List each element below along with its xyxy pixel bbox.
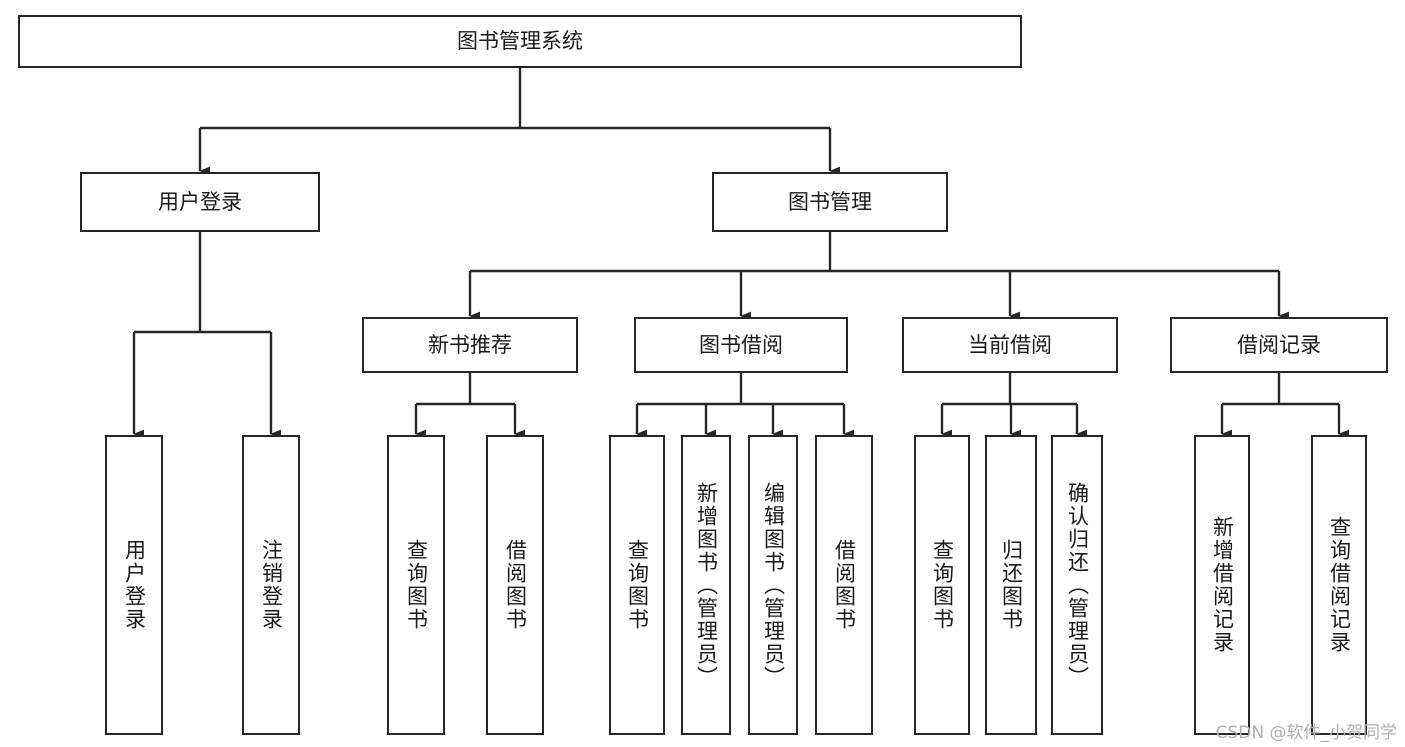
node-label: 图书借阅 bbox=[699, 332, 783, 357]
node-label: 确认归还（管理员） bbox=[1065, 481, 1090, 689]
node-label: 注销登录 bbox=[259, 539, 284, 631]
node-new-book-rec[interactable]: 新书推荐 bbox=[362, 317, 578, 373]
node-label: 借阅图书 bbox=[503, 539, 528, 631]
node-user-login[interactable]: 用户登录 bbox=[80, 172, 320, 232]
node-label: 编辑图书（管理员） bbox=[761, 481, 786, 689]
node-label: 图书管理 bbox=[788, 189, 872, 214]
node-leaf-add-rec[interactable]: 新增借阅记录 bbox=[1194, 435, 1250, 735]
node-leaf-edit-book[interactable]: 编辑图书（管理员） bbox=[748, 435, 798, 735]
node-label: 查询借阅记录 bbox=[1327, 516, 1352, 654]
node-leaf-b-book-2[interactable]: 借阅图书 bbox=[815, 435, 873, 735]
node-label: 归还图书 bbox=[999, 539, 1024, 631]
node-leaf-return[interactable]: 归还图书 bbox=[985, 435, 1037, 735]
node-leaf-add-book[interactable]: 新增图书（管理员） bbox=[681, 435, 731, 735]
node-label: 新增图书（管理员） bbox=[694, 481, 719, 689]
node-book-mgmt[interactable]: 图书管理 bbox=[712, 172, 948, 232]
node-leaf-q-book-1[interactable]: 查询图书 bbox=[387, 435, 445, 735]
node-current-loan[interactable]: 当前借阅 bbox=[902, 317, 1118, 373]
node-leaf-q-book-3[interactable]: 查询图书 bbox=[914, 435, 970, 735]
node-leaf-logout[interactable]: 注销登录 bbox=[242, 435, 300, 735]
watermark-text: CSDN @软件_小贺同学 bbox=[1215, 723, 1397, 743]
node-label: 当前借阅 bbox=[968, 332, 1052, 357]
node-leaf-b-book-1[interactable]: 借阅图书 bbox=[486, 435, 544, 735]
node-label: 查询图书 bbox=[930, 539, 955, 631]
node-label: 图书管理系统 bbox=[457, 29, 583, 54]
node-leaf-q-rec[interactable]: 查询借阅记录 bbox=[1311, 435, 1367, 735]
node-label: 借阅记录 bbox=[1237, 332, 1321, 357]
node-leaf-confirm[interactable]: 确认归还（管理员） bbox=[1051, 435, 1103, 735]
node-label: 新书推荐 bbox=[428, 332, 512, 357]
node-label: 借阅图书 bbox=[832, 539, 857, 631]
node-root[interactable]: 图书管理系统 bbox=[18, 15, 1022, 68]
node-leaf-login[interactable]: 用户登录 bbox=[105, 435, 163, 735]
node-label: 新增借阅记录 bbox=[1210, 516, 1235, 654]
node-label: 用户登录 bbox=[122, 539, 147, 631]
node-loan-record[interactable]: 借阅记录 bbox=[1170, 317, 1388, 373]
node-label: 用户登录 bbox=[158, 189, 242, 214]
node-book-borrow[interactable]: 图书借阅 bbox=[634, 317, 848, 373]
node-leaf-q-book-2[interactable]: 查询图书 bbox=[609, 435, 665, 735]
node-label: 查询图书 bbox=[625, 539, 650, 631]
node-label: 查询图书 bbox=[404, 539, 429, 631]
